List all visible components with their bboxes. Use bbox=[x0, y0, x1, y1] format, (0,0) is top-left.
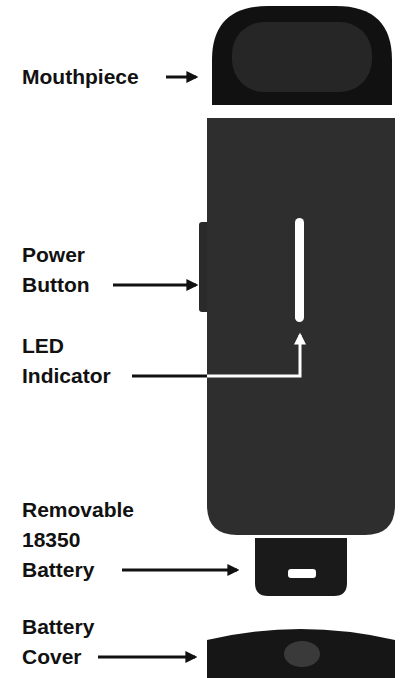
leader-arrow bbox=[166, 76, 196, 79]
part-label: Removable 18350 Battery bbox=[22, 495, 140, 585]
leader-arrow bbox=[207, 335, 300, 376]
part-label: LED Indicator bbox=[22, 331, 130, 391]
leader-arrow bbox=[113, 284, 196, 287]
battery-cover bbox=[207, 629, 395, 678]
part-label: Power Button bbox=[22, 240, 110, 300]
led-indicator bbox=[295, 218, 304, 322]
device-body bbox=[207, 118, 395, 535]
part-label: Mouthpiece bbox=[22, 62, 162, 92]
battery bbox=[255, 538, 347, 596]
leader-arrow bbox=[98, 656, 195, 659]
cover-button bbox=[284, 641, 320, 667]
leader-arrow bbox=[122, 569, 237, 572]
mouthpiece bbox=[212, 6, 392, 105]
part-label: Battery Cover bbox=[22, 612, 107, 672]
mouthpiece-opening bbox=[232, 22, 372, 92]
leader-line bbox=[132, 375, 207, 378]
battery-slot bbox=[288, 569, 316, 578]
